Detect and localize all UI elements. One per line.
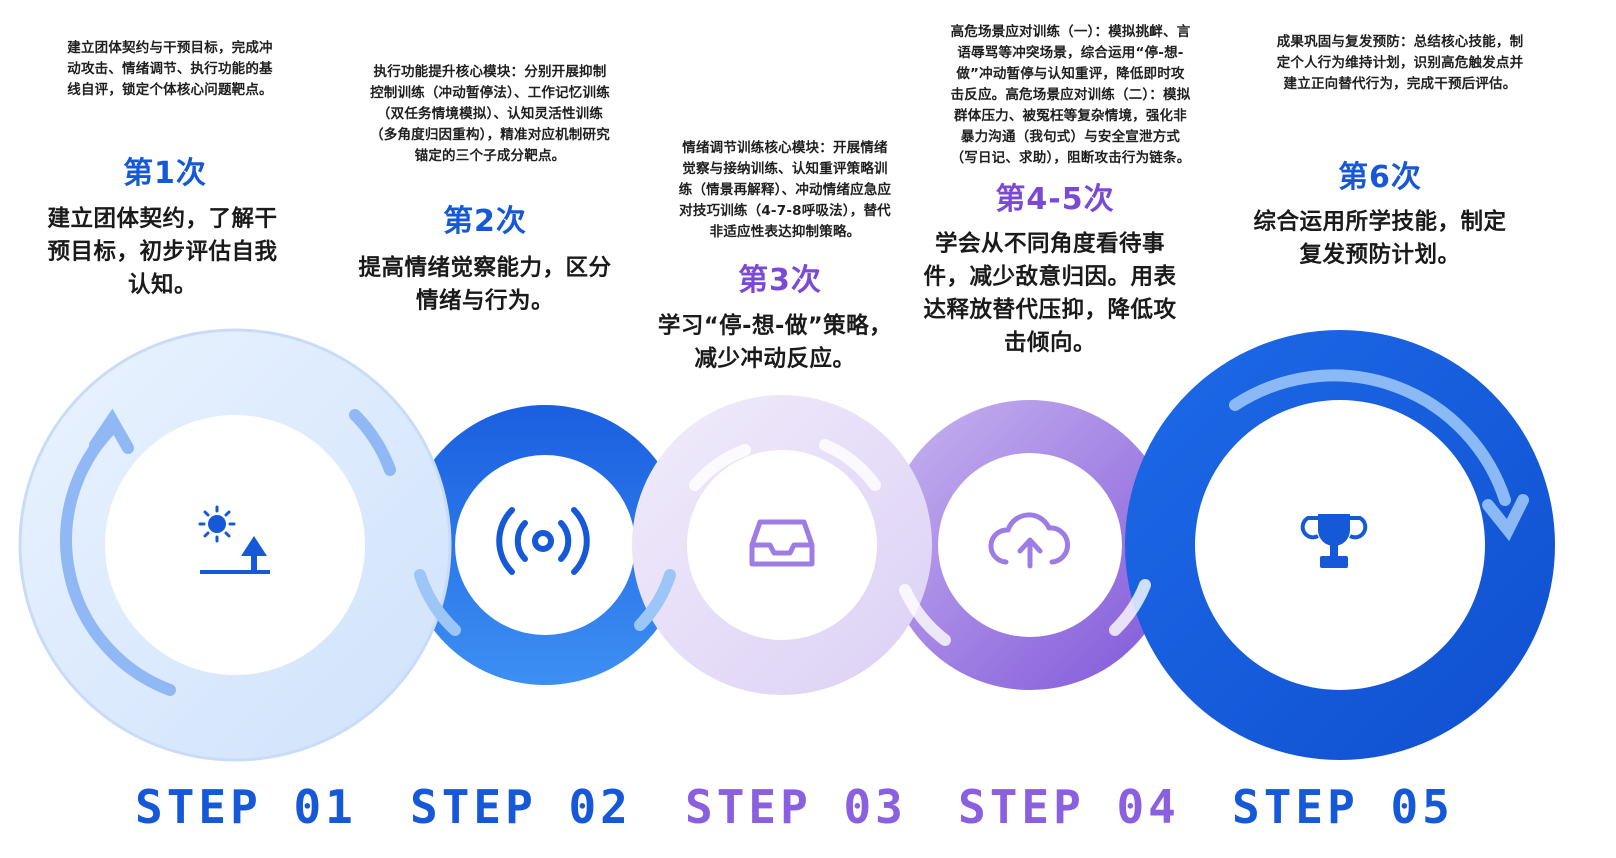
detail-line: 情绪调节训练核心模块：开展情绪: [682, 140, 888, 156]
session-4-5-detail: 高危场景应对训练（一）：模拟挑衅、言 语辱骂等冲突场景，综合运用“停-想- 做”…: [918, 22, 1223, 169]
broadcast-icon: [496, 507, 590, 575]
inbox-icon: [749, 519, 815, 567]
step-05-label: STEP 05: [1232, 780, 1454, 834]
summary-line: 达释放替代压抑，降低攻: [923, 297, 1177, 323]
session-1-summary: 建立团体契约，了解干 预目标，初步评估自我 认知。: [30, 203, 295, 302]
detail-line: 高危场景应对训练（一）：模拟挑衅、言: [950, 24, 1191, 40]
detail-line: 击反应。高危场景应对训练（二）：模拟: [950, 87, 1191, 103]
detail-line: 建立团体契约与干预目标，完成冲: [67, 40, 273, 56]
summary-line: 情绪与行为。: [415, 288, 554, 314]
arrow-icon: [819, 439, 881, 491]
detail-line: 动攻击、情绪调节、执行功能的基: [67, 61, 273, 77]
flow-arrows: [60, 369, 1529, 696]
session-3-detail: 情绪调节训练核心模块：开展情绪 觉察与接纳训练、认知重评策略训 练（情景再解释）…: [650, 138, 920, 243]
session-6-label: 第6次: [1338, 160, 1422, 195]
detail-line: 成果巩固与复发预防：总结核心技能，制: [1276, 34, 1524, 50]
cloud-upload-icon: [988, 512, 1070, 569]
detail-line: （多角度归因重构），精准对应机制研究: [370, 127, 610, 143]
session-3-summary: 学习“停-想-做”策略， 减少冲动反应。: [630, 310, 920, 376]
summary-line: 复发预防计划。: [1299, 242, 1461, 268]
session-2-summary: 提高情绪觉察能力，区分 情绪与行为。: [335, 252, 635, 318]
arrow-icon: [899, 584, 951, 646]
arrow-icon: [634, 569, 676, 631]
summary-line: 认知。: [127, 272, 197, 298]
arrow-icon: [349, 409, 396, 476]
summary-line: 学习“停-想-做”策略，: [657, 313, 893, 339]
detail-line: 做”冲动暂停与认知重评，降低即时攻: [956, 66, 1185, 82]
arrow-icon: [60, 424, 176, 696]
summary-line: 减少冲动反应。: [694, 346, 856, 372]
summary-line: 件，减少敌意归因。用表: [923, 264, 1177, 290]
detail-line: 定个人行为维持计划，识别高危触发点并: [1276, 55, 1524, 71]
detail-line: 练（情景再解释）、冲动情绪应急应: [678, 182, 892, 198]
summary-line: 预目标，初步评估自我: [47, 239, 278, 265]
detail-line: 非适应性表达抑制策略。: [709, 224, 861, 240]
summary-line: 提高情绪觉察能力，区分: [358, 255, 612, 281]
step-02-label: STEP 02: [410, 780, 632, 834]
detail-line: 暴力沟通（我句式）与安全宣泄方式: [960, 129, 1181, 145]
arrow-icon: [414, 569, 461, 636]
arrow-head-icon: [1482, 494, 1529, 542]
session-2-label: 第2次: [443, 204, 527, 239]
ring-step-05: [1125, 330, 1555, 760]
detail-line: 线自评，锁定个体核心问题靶点。: [67, 82, 273, 98]
sun-mountain-icon: [198, 505, 270, 574]
session-2-detail: 执行功能提升核心模块：分别开展抑制 控制训练（冲动暂停法）、工作记忆训练 （双任…: [340, 62, 640, 167]
summary-line: 学会从不同角度看待事: [934, 231, 1165, 257]
session-1-detail: 建立团体契约与干预目标，完成冲 动攻击、情绪调节、执行功能的基 线自评，锁定个体…: [38, 38, 302, 101]
arrow-head-icon: [89, 408, 134, 454]
session-1-label: 第1次: [123, 156, 207, 191]
session-6-detail: 成果巩固与复发预防：总结核心技能，制 定个人行为维持计划，识别高危触发点并 建立…: [1245, 32, 1555, 95]
detail-line: 群体压力、被冤枉等复杂情境，强化非: [954, 108, 1187, 124]
detail-line: 觉察与接纳训练、认知重评策略训: [682, 161, 888, 177]
summary-line: 综合运用所学技能，制定: [1253, 209, 1507, 235]
ring-step-02: [405, 405, 685, 685]
step-01-label: STEP 01: [135, 780, 357, 834]
detail-line: 对技巧训练（4-7-8呼吸法），替代: [679, 203, 891, 219]
arrow-icon: [689, 444, 751, 491]
detail-line: （写日记、求助），阻断攻击行为链条。: [950, 150, 1191, 166]
detail-line: 执行功能提升核心模块：分别开展抑制: [373, 64, 607, 80]
ring-step-01: [18, 328, 452, 762]
session-3-label: 第3次: [738, 263, 822, 298]
detail-line: （双任务情境模拟）、认知灵活性训练: [376, 106, 604, 122]
trophy-icon: [1300, 514, 1368, 568]
detail-line: 建立正向替代行为，完成干预后评估。: [1283, 76, 1517, 92]
step-03-label: STEP 03: [685, 780, 907, 834]
session-4-5-summary: 学会从不同角度看待事 件，减少敌意归因。用表 达释放替代压抑，降低攻 击倾向。: [905, 228, 1195, 360]
arrow-icon: [1229, 369, 1511, 506]
summary-line: 建立团体契约，了解干: [47, 206, 278, 232]
session-6-summary: 综合运用所学技能，制定 复发预防计划。: [1230, 206, 1530, 272]
ring-step-03: [632, 395, 932, 695]
detail-line: 控制训练（冲动暂停法）、工作记忆训练: [370, 85, 610, 101]
arrow-icon: [1109, 579, 1151, 636]
detail-line: 语辱骂等冲突场景，综合运用“停-想-: [957, 45, 1184, 61]
step-04-label: STEP 04: [958, 780, 1180, 834]
summary-line: 击倾向。: [1003, 330, 1096, 356]
session-4-5-label: 第4-5次: [995, 182, 1115, 217]
detail-line: 锚定的三个子成分靶点。: [414, 148, 566, 164]
